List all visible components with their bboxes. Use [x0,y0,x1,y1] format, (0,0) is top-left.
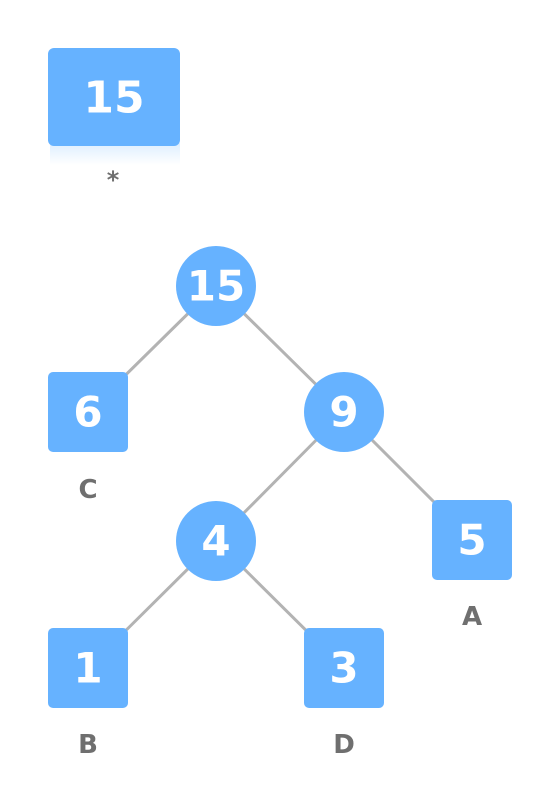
tree-node-4-circle [176,501,256,581]
result-node-box [48,48,180,146]
result-node-label: * [107,166,120,194]
tree-leaf-a-value: 5 [457,516,486,565]
tree-leaf-c-value: 6 [73,388,102,437]
result-node-shadow [50,143,180,165]
tree-leaf-b-box [48,628,128,708]
tree-leaf-b: 1 [48,628,128,708]
tree-leaf-d-label: D [333,730,355,760]
tree-node-root-circle [176,246,256,326]
tree-leaf-a: 5 [432,500,512,580]
tree-leaf-b-value: 1 [73,644,102,693]
tree-leaf-a-label: A [462,602,482,632]
tree-node-4-value: 4 [201,517,230,566]
tree-node-root: 15 [176,246,256,326]
tree-node-9-circle [304,372,384,452]
tree-leaf-d-value: 3 [329,644,358,693]
tree-node-9-value: 9 [329,388,358,437]
tree-leaf-c-box [48,372,128,452]
tree-leaf-c: 6 [48,372,128,452]
result-node: 15 [48,48,180,165]
result-node-value: 15 [83,73,144,124]
tree-node-root-value: 15 [187,262,245,311]
tree-leaf-c-label: C [78,475,97,505]
tree-node-4: 4 [176,501,256,581]
tree-leaf-d-box [304,628,384,708]
tree-node-9: 9 [304,372,384,452]
tree-leaf-b-label: B [78,730,98,760]
tree-leaf-a-box [432,500,512,580]
tree-leaf-d: 3 [304,628,384,708]
